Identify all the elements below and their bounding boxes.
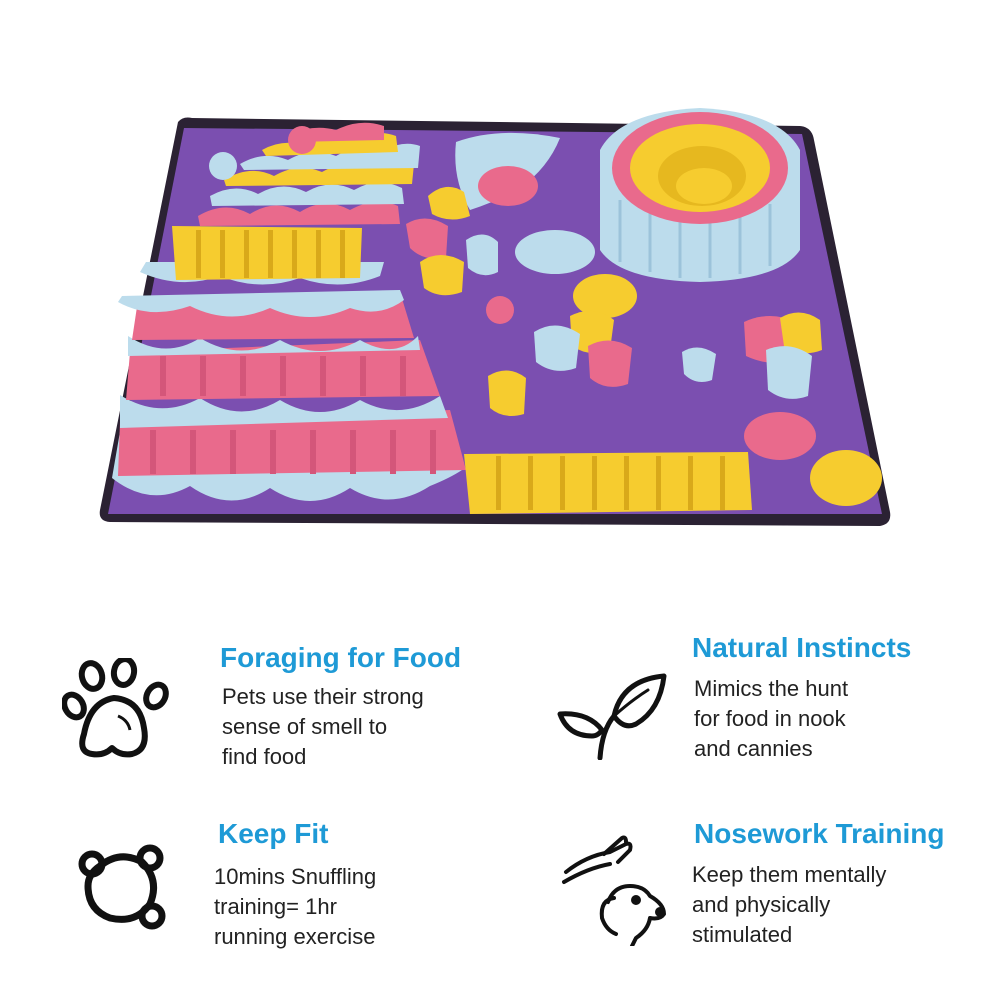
feature-description: Mimics the hunt for food in nook and can… — [694, 674, 848, 764]
feature-description: 10mins Snuffling training= 1hr running e… — [214, 862, 376, 952]
feature-foraging: Foraging for Food Pets use their strong … — [0, 620, 500, 790]
description-line: Keep them mentally — [692, 862, 887, 887]
feature-title: Keep Fit — [218, 818, 329, 849]
description-line: find food — [222, 744, 307, 769]
feature-keep-fit: Keep Fit 10mins Snuffling training= 1hr … — [0, 800, 500, 970]
feature-natural-instincts: Natural Instincts Mimics the hunt for fo… — [500, 620, 1000, 790]
description-line: training= 1hr — [214, 894, 337, 919]
leaf-sprout-icon — [557, 673, 667, 760]
feature-nosework-training: Nosework Training Keep them mentally and… — [500, 800, 1000, 970]
tiered-fringe-tree — [112, 122, 560, 501]
description-line: stimulated — [692, 922, 793, 947]
felt-pieces — [209, 126, 882, 506]
fitness-molecule-icon — [78, 844, 166, 930]
description-line: sense of smell to — [222, 714, 388, 739]
description-line: Mimics the hunt — [694, 676, 849, 701]
description-line: Pets use their strong — [222, 684, 424, 709]
description-line: and cannies — [694, 736, 813, 761]
paw-icon — [62, 658, 169, 758]
description-line: and physically — [692, 892, 831, 917]
feature-title: Nosework Training — [694, 818, 945, 849]
description-line: running exercise — [214, 924, 376, 949]
description-line: for food in nook — [694, 706, 846, 731]
feature-description: Keep them mentally and physically stimul… — [692, 860, 886, 950]
feature-title: Natural Instincts — [692, 632, 912, 663]
dog-training-icon — [562, 835, 666, 946]
fringe-bowl — [600, 108, 800, 282]
description-line: 10mins Snuffling — [214, 864, 377, 889]
yellow-fringe-strip — [464, 452, 752, 514]
feature-title: Foraging for Food — [220, 642, 462, 673]
snuffle-mat-image — [99, 108, 891, 526]
feature-description: Pets use their strong sense of smell to … — [222, 682, 424, 772]
